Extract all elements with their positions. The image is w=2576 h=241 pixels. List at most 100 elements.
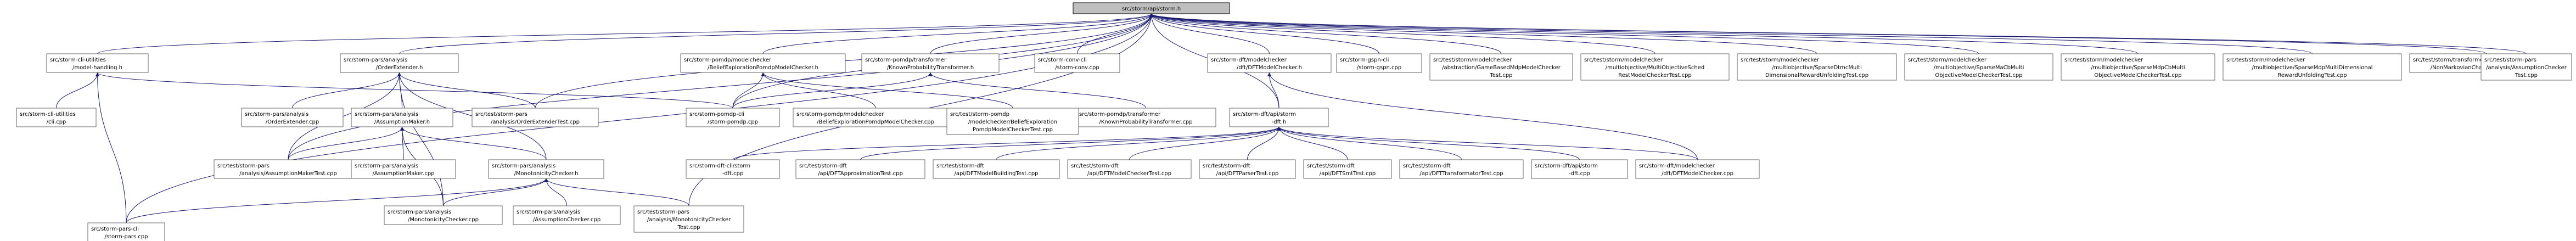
file-node-conv-cli[interactable]: src/storm-conv-cli/storm-conv.cpp [1034, 53, 1120, 73]
node-box [686, 159, 780, 179]
include-edge [732, 72, 765, 109]
node-label-line: src/storm-pars/analysis [355, 163, 418, 169]
file-node-test-sparse-dtmc-multi[interactable]: src/test/storm/modelchecker/multiobjecti… [1737, 53, 1897, 81]
include-edge [96, 72, 733, 109]
include-edge [1277, 126, 1348, 160]
file-node-dft-api-cpp[interactable]: src/storm-dft/api/storm-dft.cpp [1531, 159, 1628, 179]
file-node-belief-checker-cpp[interactable]: src/storm-pomdp/modelchecker/BeliefExplo… [793, 108, 958, 127]
file-node-test-game-based[interactable]: src/test/storm/modelchecker/abstraction/… [1429, 53, 1573, 81]
include-edge [1149, 13, 2139, 54]
node-label-line: src/storm-pars/analysis [245, 111, 308, 117]
file-node-assumption-maker-h[interactable]: src/storm-pars/analysis/AssumptionMaker.… [351, 108, 453, 127]
include-edge [544, 178, 567, 206]
node-label-line: Test.cpp [1489, 72, 1512, 79]
node-box [1580, 53, 1730, 81]
file-node-dft-transformator-test[interactable]: src/test/storm-dft/api/DFTTransformatorT… [1399, 159, 1524, 179]
node-label-line: Test.cpp [2515, 72, 2538, 79]
node-label-line: -dft.h [1272, 119, 1287, 125]
node-label-line: /analysis/MonotonicityChecker [647, 217, 731, 223]
file-node-known-prob-cpp[interactable]: src/storm-pomdp/transformer/KnownProbabi… [1075, 108, 1216, 127]
file-node-dft-cli[interactable]: src/storm-dft-cli/storm-dft.cpp [686, 159, 780, 179]
node-label-line: /MonotonicityChecker.cpp [408, 217, 479, 223]
node-box [351, 159, 456, 179]
file-node-dft-api-h[interactable]: src/storm-dft/api/storm-dft.h [1229, 108, 1329, 127]
node-label-line: src/test/storm/modelchecker [1584, 57, 1663, 63]
include-edge [732, 126, 1281, 160]
file-node-dft-approx-test[interactable]: src/test/storm-dft/api/DFTApproximationT… [795, 159, 925, 179]
node-label-line: /KnownProbabilityTransformer.h [887, 65, 974, 71]
include-edge [928, 72, 1146, 109]
include-edge [930, 13, 1153, 54]
node-label-line: /AssumptionChecker.cpp [533, 217, 600, 223]
file-node-cli-cpp[interactable]: src/storm-cli-utilities/cli.cpp [16, 108, 97, 127]
file-node-dft-checker-h[interactable]: src/storm-dft/modelchecker/dft/DFTModelC… [1207, 53, 1332, 73]
file-node-assumption-maker-cpp[interactable]: src/storm-pars/analysis/AssumptionMaker.… [351, 159, 456, 179]
node-label-line: src/storm-pars/analysis [355, 111, 418, 117]
file-node-pars-cli[interactable]: src/storm-pars-cli/storm-pars.cpp [87, 222, 165, 241]
node-label-line: src/storm-cli-utilities [50, 57, 106, 63]
file-node-test-multi-sched[interactable]: src/test/storm/modelchecker/multiobjecti… [1580, 53, 1730, 81]
include-edge [1149, 13, 2313, 54]
include-edge [288, 72, 401, 160]
file-node-test-sparse-mdp-multi[interactable]: src/test/storm/modelchecker/multiobjecti… [2223, 53, 2402, 81]
node-label-line: src/storm-dft/api/storm [1535, 163, 1598, 169]
include-edge [126, 178, 548, 223]
file-node-pomdp-cli[interactable]: src/storm-pomdp-cli/storm-pomdp.cpp [686, 108, 780, 127]
file-node-test-sparse-mdp-cb[interactable]: src/test/storm/modelchecker/multiobjecti… [2061, 53, 2215, 81]
node-label-line: src/test/storm-dft [799, 163, 847, 169]
node-box [680, 53, 846, 73]
file-node-order-extender-cpp-a[interactable]: src/storm-pars/analysis/OrderExtender.cp… [241, 108, 344, 127]
node-box [1429, 53, 1573, 81]
file-node-test-pars-assumption-checker[interactable]: src/test/storm-pars/analysis/AssumptionC… [2480, 53, 2572, 81]
file-node-gspn-cli[interactable]: src/storm-gspn-cli/storm-gspn.cpp [1336, 53, 1422, 73]
node-label-line: /storm-gspn.cpp [1357, 65, 1402, 71]
include-edge [1267, 72, 1279, 109]
include-edge [544, 178, 689, 206]
node-box [1075, 108, 1216, 127]
file-node-monotonicity-checker-cpp[interactable]: src/storm-pars/analysis/MonotonicityChec… [384, 205, 503, 225]
node-label-line: DimensionalRewardUnfoldingTest.cpp [1765, 72, 1868, 79]
file-node-monotonicity-checker-test[interactable]: src/test/storm-pars/analysis/Monotonicit… [633, 205, 744, 233]
node-label-line: src/test/storm-pars [637, 209, 689, 215]
node-label-line: src/storm-dft-cli/storm [689, 163, 750, 169]
file-node-dft-checker-test[interactable]: src/test/storm-dft/api/DFTModelCheckerTe… [1067, 159, 1192, 179]
file-node-cli-model-handling[interactable]: src/storm-cli-utilities/model-handling.h [46, 53, 149, 73]
file-node-monotonicity-checker-h[interactable]: src/storm-pars/analysis/MonotonicityChec… [488, 159, 604, 179]
file-node-dft-checker-cpp[interactable]: src/storm-dft/modelchecker/dft/DFTModelC… [1635, 159, 1760, 179]
include-edge [761, 72, 1013, 109]
node-box [686, 108, 780, 127]
node-box [340, 53, 459, 73]
node-label-line: src/test/storm-dft [1403, 163, 1451, 169]
file-node-known-prob-h[interactable]: src/storm-pomdp/transformer/KnownProbabi… [861, 53, 1000, 73]
include-edge [1149, 13, 1979, 54]
file-node-belief-checker-test[interactable]: src/test/storm-pomdp/modelchecker/Belief… [946, 108, 1079, 135]
node-label-line: /dft/DFTModelChecker.h [1237, 65, 1302, 71]
node-label-line: /api/DFTTransformatorTest.cpp [1419, 171, 1503, 177]
file-node-order-extender-test[interactable]: src/test/storm-pars/analysis/OrderExtend… [472, 108, 599, 127]
file-node-dft-building-test[interactable]: src/test/storm-dft/api/DFTModelBuildingT… [933, 159, 1060, 179]
file-node-dft-smt-test[interactable]: src/test/storm-dft/api/DFTSmtTest.cpp [1303, 159, 1392, 179]
node-label-line: /multiobjective/SparseMdpMultiDimensiona… [2252, 65, 2372, 71]
include-edge [1277, 126, 1580, 160]
file-node-assumption-checker-cpp[interactable]: src/storm-pars/analysis/AssumptionChecke… [513, 205, 621, 225]
node-box [1229, 108, 1329, 127]
node-label-line: /OrderExtender.h [376, 65, 423, 71]
node-label-line: /api/DFTModelBuildingTest.cpp [954, 171, 1038, 177]
node-label-line: src/test/storm-dft [1203, 163, 1250, 169]
node-box [488, 159, 604, 179]
file-node-order-extender-h[interactable]: src/storm-pars/analysis/OrderExtender.h [340, 53, 459, 73]
include-edge [996, 126, 1281, 160]
file-node-belief-checker-h[interactable]: src/storm-pomdp/modelchecker/BeliefExplo… [680, 53, 846, 73]
node-label-line: /storm-conv.cpp [1055, 65, 1099, 71]
include-edge [288, 126, 404, 160]
file-node-test-sparse-ma[interactable]: src/test/storm/modelchecker/multiobjecti… [1904, 53, 2053, 81]
node-label-line: src/storm-pars/analysis [492, 163, 555, 169]
node-label-line: PomdpModelCheckerTest.cpp [973, 127, 1053, 133]
include-edge [1149, 13, 1817, 54]
node-box [946, 108, 1079, 135]
file-node-assumption-maker-test[interactable]: src/test/storm-pars/analysis/AssumptionM… [214, 159, 363, 179]
file-node-root[interactable]: src/storm/api/storm.h [1073, 2, 1230, 14]
node-box [472, 108, 599, 127]
file-node-dft-parser-test[interactable]: src/test/storm-dft/api/DFTParserTest.cpp [1199, 159, 1296, 179]
node-box [793, 108, 958, 127]
